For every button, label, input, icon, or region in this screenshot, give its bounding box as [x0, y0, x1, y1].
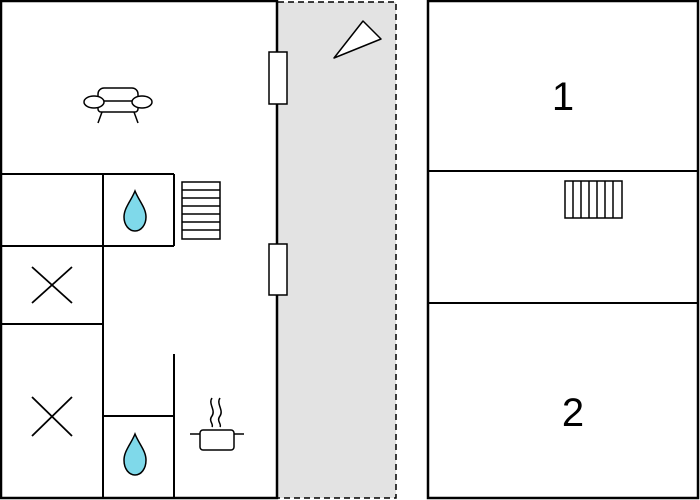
bathroom-upper: [123, 188, 147, 232]
compass-arrow-icon: [333, 20, 382, 59]
terrace-dashed-border: [278, 1, 397, 499]
terrace-door-upper: [268, 51, 288, 105]
ground-floor-outline: [0, 0, 279, 500]
bedroom-2: 2: [562, 391, 584, 435]
room-number-1: 1: [552, 75, 574, 119]
stairs-icon: [564, 180, 623, 219]
terrace-door-lower: [268, 243, 288, 296]
stairs-icon: [181, 181, 221, 240]
bathroom-lower: [123, 431, 147, 476]
stairs: [181, 181, 221, 240]
landing: [564, 180, 623, 219]
upper-floor: 1 2: [426, 0, 700, 500]
cross-mark-icon: [31, 396, 73, 437]
water-drop-icon: [123, 188, 147, 232]
water-drop-icon: [123, 431, 147, 476]
living-room: [83, 87, 153, 124]
sofa-icon: [83, 87, 153, 124]
interior-walls: [0, 173, 175, 498]
storage-2: [31, 396, 73, 437]
cross-mark-icon: [31, 266, 73, 304]
ground-floor: [0, 0, 288, 500]
storage-1: [31, 266, 73, 304]
room-number-2: 2: [562, 391, 584, 435]
bedroom-1: 1: [552, 75, 574, 119]
terrace-area: [278, 2, 396, 498]
upper-floor-outline: [426, 0, 700, 500]
cooking-pot-icon: [190, 397, 244, 451]
kitchen: [190, 397, 244, 451]
terrace: [278, 1, 397, 499]
